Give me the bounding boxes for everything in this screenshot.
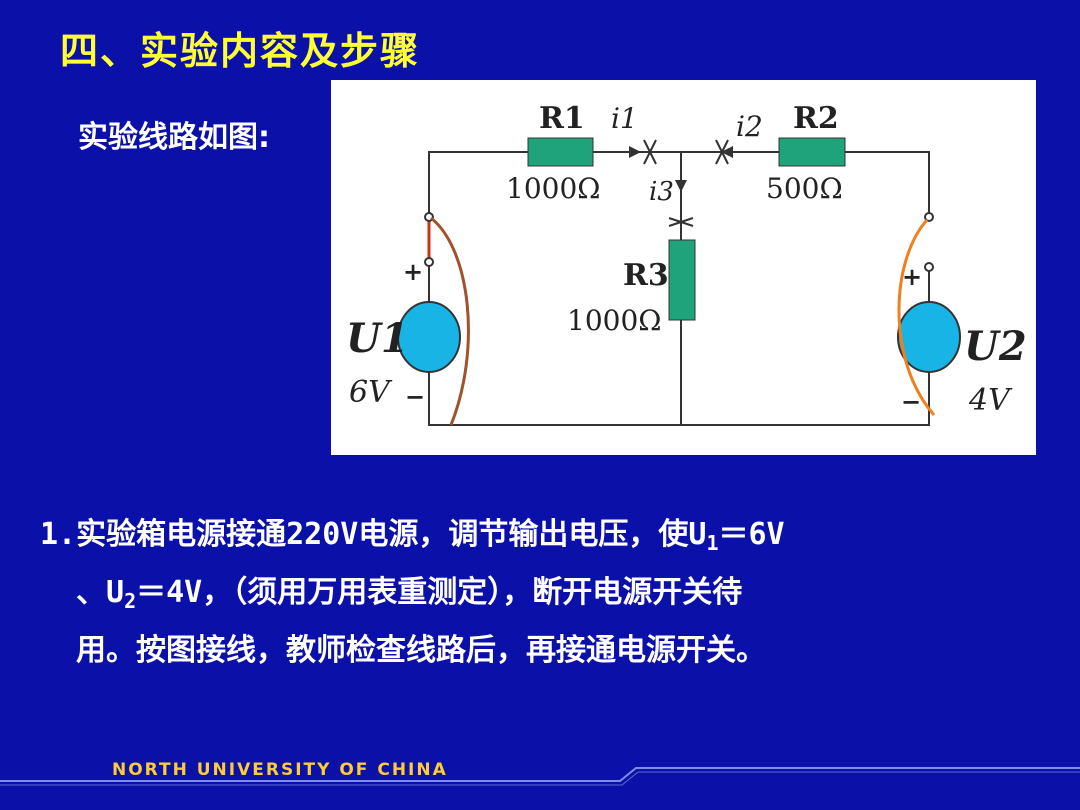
i2-label: i2 — [736, 110, 763, 143]
u1-subscript: 1 — [706, 531, 719, 555]
u2-label: U2 — [964, 323, 1027, 370]
u2-minus: − — [901, 387, 921, 416]
resistor-r2 — [778, 137, 846, 167]
current-arrows — [629, 146, 733, 192]
resistor-r3 — [668, 239, 696, 321]
step-1-text: 1.实验箱电源接通220V电源，调节输出电压，使U1＝6V 、U2＝4V，（须用… — [40, 510, 1045, 676]
u1-label: U1 — [346, 315, 409, 362]
intro-text: 实验线路如图: — [78, 120, 270, 155]
step-line-2: 、U2＝4V，（须用万用表重测定），断开电源开关待 — [40, 568, 1045, 626]
i1-label: i1 — [611, 102, 638, 135]
i3-label: i3 — [649, 177, 674, 207]
terminals — [424, 212, 934, 272]
source-u2 — [897, 301, 961, 373]
r2-label: R2 — [793, 101, 839, 136]
r3-label: R3 — [623, 258, 669, 293]
source-u1 — [397, 301, 461, 373]
page-title: 四、实验内容及步骤 — [60, 29, 421, 73]
step-line-2a: 、U — [76, 575, 125, 610]
footer-university: NORTH UNIVERSITY OF CHINA — [112, 760, 448, 780]
u1-minus: − — [405, 382, 425, 411]
lead-u1 — [430, 216, 470, 426]
u1-value: 6V — [349, 375, 393, 410]
r3-value: 1000Ω — [567, 304, 661, 337]
u1-plus: + — [403, 257, 423, 286]
measure-points — [643, 139, 729, 227]
circuit-svg: R1 1000Ω R2 500Ω R3 1000Ω i1 i2 i3 U1 6V… — [346, 101, 1027, 426]
u2-plus: + — [902, 262, 922, 291]
footer-divider — [0, 767, 1080, 786]
r2-value: 500Ω — [766, 172, 843, 205]
step-line-2b: ＝4V，（须用万用表重测定），断开电源开关待 — [136, 575, 743, 610]
r1-value: 1000Ω — [506, 172, 600, 205]
u2-value: 4V — [968, 383, 1013, 418]
step-line-1a: 实验箱电源接通220V电源，调节输出电压，使U — [76, 517, 707, 552]
step-number: 1. — [40, 517, 77, 552]
step-line-1: 1.实验箱电源接通220V电源，调节输出电压，使U1＝6V — [40, 510, 1045, 568]
lead-u2 — [897, 218, 936, 416]
u2-subscript: 2 — [124, 589, 137, 613]
r1-label: R1 — [539, 101, 585, 136]
resistor-r1 — [527, 137, 594, 167]
circuit-diagram: R1 1000Ω R2 500Ω R3 1000Ω i1 i2 i3 U1 6V… — [331, 80, 1036, 455]
step-line-1b: ＝6V — [718, 517, 785, 552]
step-line-3: 用。按图接线，教师检查线路后，再接通电源开关。 — [76, 633, 766, 668]
circuit-wires — [427, 151, 930, 426]
